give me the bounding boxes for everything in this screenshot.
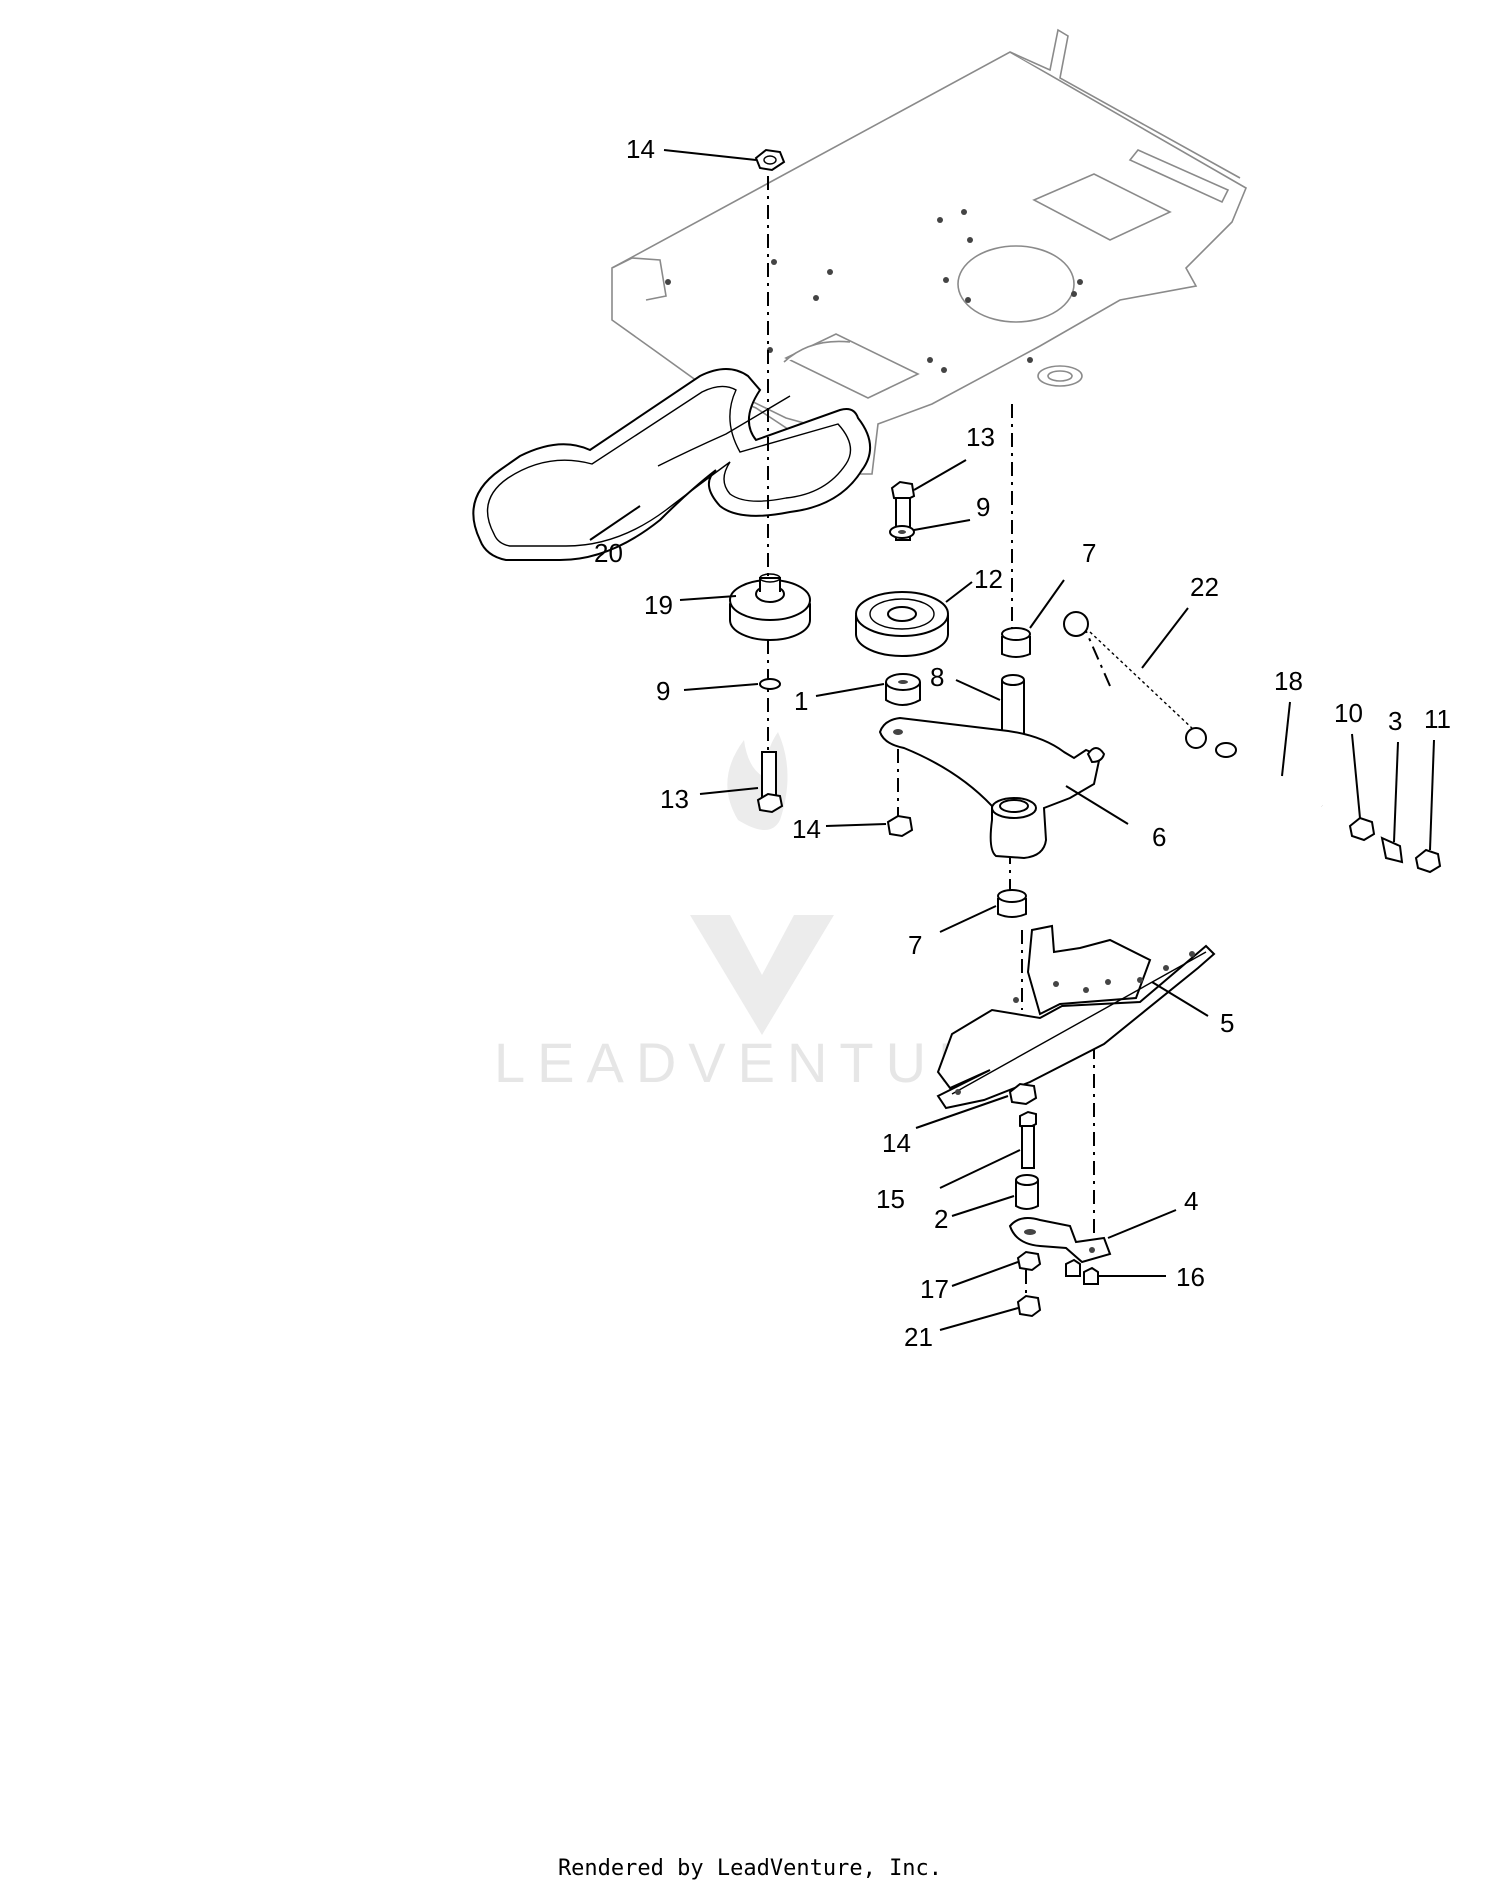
adjustment-rod-18: [1215, 742, 1324, 808]
callout-labels: 14 13 9 20 7 12 22 19 18 10 3 11 8 9 1 1…: [594, 134, 1451, 1352]
callout-14-middle: 14: [792, 814, 821, 844]
callout-10: 10: [1334, 698, 1363, 728]
extension-spring-22: [1063, 611, 1207, 749]
callout-9-top: 9: [976, 492, 990, 522]
callout-11: 11: [1424, 704, 1451, 734]
callout-4: 4: [1184, 1186, 1198, 1216]
callout-19: 19: [644, 590, 673, 620]
callout-15: 15: [876, 1184, 905, 1214]
idler-arm-6: [878, 716, 1106, 860]
bolt-13-bottom: [756, 751, 784, 814]
nut-17: [1016, 1250, 1042, 1272]
callout-14-lower: 14: [882, 1128, 911, 1158]
flange-nut-14-middle: [886, 814, 914, 838]
callout-3: 3: [1388, 706, 1402, 736]
spacer-2: [1015, 1174, 1039, 1210]
mount-bracket-5: [936, 924, 1216, 1110]
screws-16: [1065, 1258, 1099, 1285]
deck-plate: [611, 28, 1248, 475]
callout-20: 20: [594, 538, 623, 568]
leadventure-watermark: LEADVENTURE: [494, 732, 1040, 1094]
nut-21: [1016, 1294, 1042, 1318]
callout-9-bottom: 9: [656, 676, 670, 706]
callout-12: 12: [974, 564, 1003, 594]
washer-9-top: [889, 525, 915, 539]
flange-nut-14-lower: [1008, 1082, 1038, 1106]
bushing-7-top: [1001, 627, 1031, 658]
callout-2: 2: [934, 1204, 948, 1234]
idler-pulley-19: [729, 573, 811, 641]
callout-16: 16: [1176, 1262, 1205, 1292]
callout-22: 22: [1190, 572, 1219, 602]
callout-13-bottom: 13: [660, 784, 689, 814]
callout-7-bottom: 7: [908, 930, 922, 960]
bolt-15: [1019, 1110, 1037, 1169]
sleeve-3: [1380, 836, 1404, 864]
washer-9-bottom: [759, 678, 781, 690]
idler-pulley-12: [855, 591, 949, 657]
leader-lines: [589, 149, 1435, 1331]
flange-nut-top: [754, 148, 786, 172]
callout-6: 6: [1152, 822, 1166, 852]
drive-belt: [472, 368, 871, 561]
callout-14-top: 14: [626, 134, 655, 164]
rendered-by-footer: Rendered by LeadVenture, Inc.: [557, 1856, 943, 1881]
callout-1: 1: [794, 686, 808, 716]
jam-nut-10: [1348, 816, 1376, 842]
stop-bracket-4: [1008, 1217, 1112, 1264]
watermark-text: LEADVENTURE: [494, 1031, 1040, 1094]
callout-18: 18: [1274, 666, 1303, 696]
spacer-tube-8: [1001, 674, 1025, 740]
callout-17: 17: [920, 1274, 949, 1304]
callout-21: 21: [904, 1322, 933, 1352]
callout-13-top: 13: [966, 422, 995, 452]
bushing-7-bottom: [997, 889, 1027, 918]
callout-8: 8: [930, 662, 944, 692]
callout-5: 5: [1220, 1008, 1234, 1038]
callout-7-top: 7: [1082, 538, 1096, 568]
spacer-1: [885, 673, 921, 706]
nut-11: [1414, 848, 1442, 874]
